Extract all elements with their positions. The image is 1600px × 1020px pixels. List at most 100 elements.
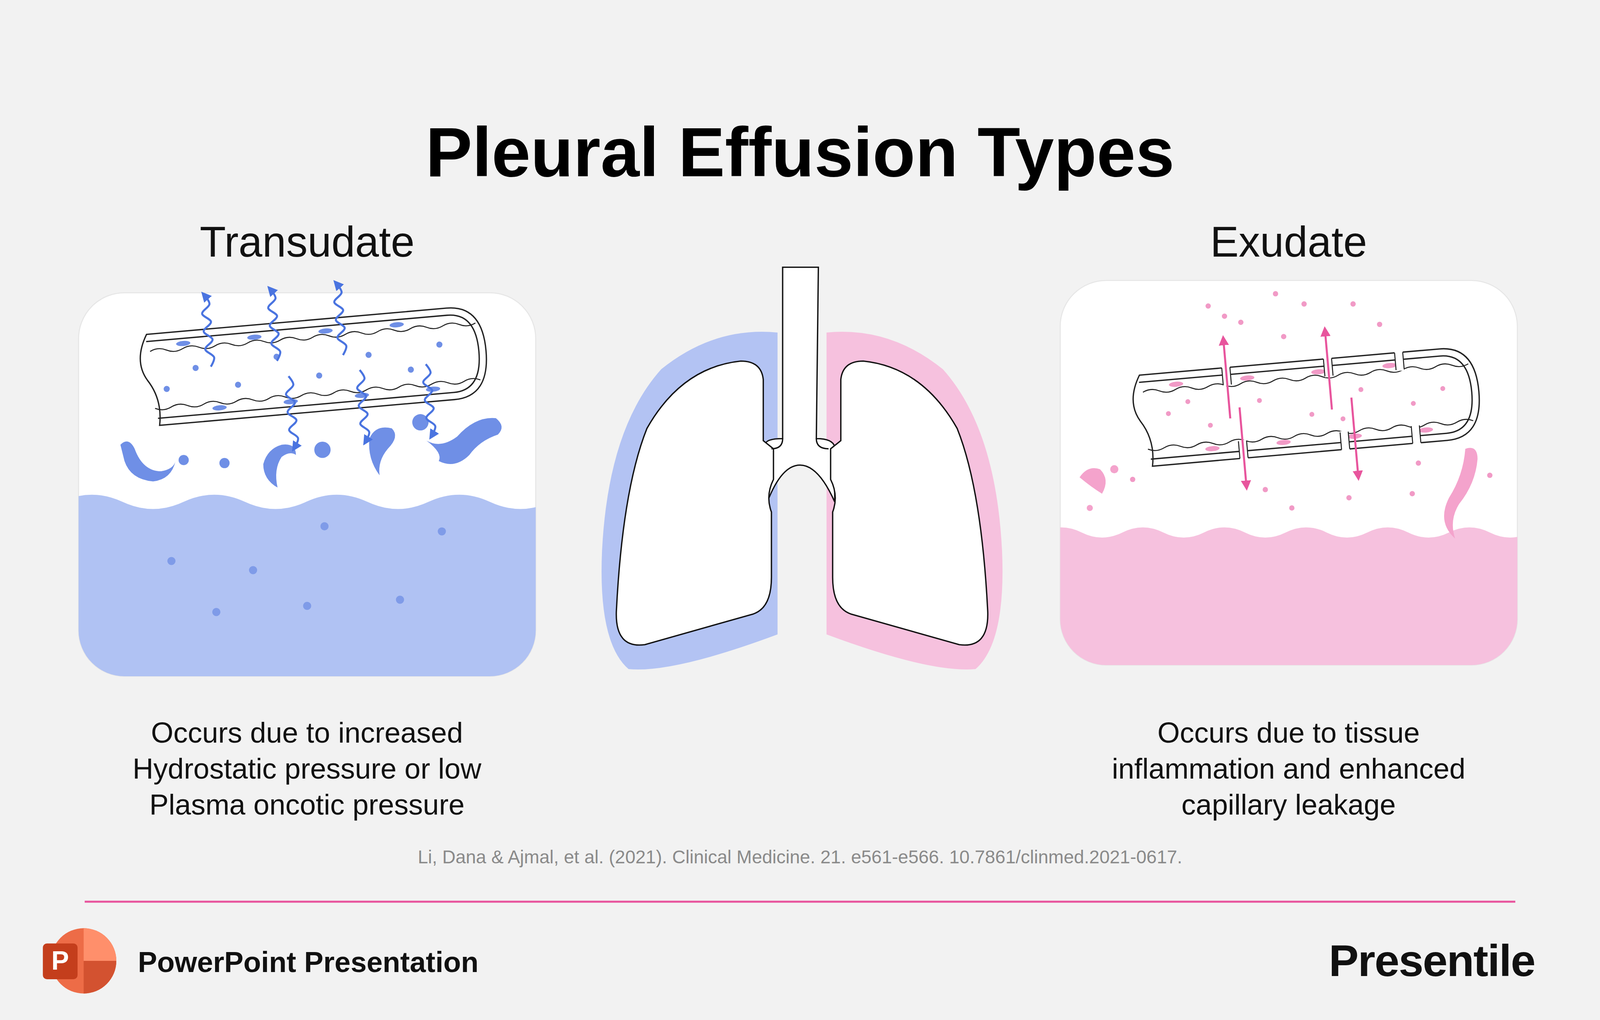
blood-vessel	[135, 271, 493, 461]
lungs	[601, 267, 1003, 670]
fluid-drops-part	[426, 418, 502, 465]
powerpoint-icon-part	[83, 928, 117, 961]
transudate-panel-part-part-part	[320, 522, 329, 531]
exudate-panel-part-part	[1346, 495, 1352, 501]
blood-vessel-part	[200, 294, 216, 367]
blood-vessel-part	[1311, 368, 1326, 375]
citation: Li, Dana & Ajmal, et al. (2021). Clinica…	[0, 846, 1600, 868]
blood-vessel-part	[1239, 374, 1255, 382]
blood-vessel-part	[284, 375, 299, 448]
bronchi	[771, 438, 829, 449]
transudate-panel	[61, 271, 674, 714]
blood-vessel-part	[407, 366, 415, 373]
effusion-type-panel: ExudateOccurs due to tissue inflammation…	[1060, 207, 1518, 832]
trachea	[765, 267, 835, 503]
blood-vessel-part	[1410, 400, 1416, 407]
blood-vessel-part	[332, 283, 347, 356]
fluid-splashes-part	[1079, 468, 1106, 494]
type-heading: Transudate	[78, 207, 536, 276]
blood-vessel-part	[1207, 422, 1214, 428]
exudate-panel-part-part	[1350, 301, 1356, 307]
exudate-panel-part-part	[1205, 303, 1211, 309]
blood-vessel-part	[436, 341, 443, 349]
exudate-panel-part-part	[1415, 460, 1421, 466]
exudate-panel-part-part	[1281, 334, 1287, 340]
blood-vessel-part	[163, 385, 171, 393]
blood-vessel-part	[318, 327, 333, 335]
footer-label: PowerPoint Presentation	[137, 945, 618, 979]
transudate-panel-part-part-part	[437, 527, 446, 536]
blood-vessel-part	[1165, 410, 1172, 417]
blood-vessel-part	[1276, 439, 1292, 446]
transudate-panel-part-part-part	[302, 601, 311, 610]
fluid-splashes-part	[1444, 448, 1478, 539]
fluid-drops-part	[314, 441, 331, 459]
exudate-panel-part-part	[1262, 486, 1268, 493]
blood-vessel-part	[146, 312, 483, 419]
exudate-panel-part-part	[1409, 491, 1415, 497]
transudate-panel-part	[78, 494, 536, 677]
blood-vessel-part	[389, 321, 405, 329]
blood-vessel-part	[1185, 398, 1191, 405]
blood-vessel-part	[1139, 353, 1476, 460]
blood-vessel-part	[1382, 362, 1397, 369]
powerpoint-icon	[42, 928, 117, 994]
exudate-panel-part-part	[1301, 301, 1307, 307]
exudate-panel	[1040, 280, 1600, 715]
fluid-drops-part	[368, 427, 395, 476]
transudate-panel-part-part-part	[212, 607, 221, 616]
blood-vessel-part	[1309, 411, 1315, 417]
exudate-panel-part-part	[1487, 472, 1493, 479]
blood-vessel-part	[266, 289, 281, 362]
brand-logo: Presentile	[1259, 935, 1535, 987]
app-icon-letter: P	[42, 945, 78, 977]
type-heading: Exudate	[1060, 207, 1518, 276]
type-description: Occurs due to increased Hydrostatic pres…	[97, 714, 517, 823]
blood-vessel-part	[1340, 416, 1346, 422]
blood-vessel-part	[1223, 340, 1231, 419]
exudate-panel-part	[1129, 290, 1493, 511]
blood-vessel-part	[234, 381, 242, 389]
blood-vessel-part	[1130, 345, 1483, 468]
powerpoint-icon-part	[83, 960, 117, 994]
blood-vessel-part	[1256, 397, 1262, 403]
effusion-type-panel: TransudateOccurs due to increased Hydros…	[78, 207, 536, 832]
footer-rule	[84, 900, 1516, 903]
transudate-panel-part-part-part	[167, 556, 176, 565]
type-description: Occurs due to tissue inflammation and en…	[1078, 714, 1499, 823]
blood-vessel-part	[212, 404, 228, 411]
blood-vessel-part	[247, 334, 262, 341]
exudate-panel-part-part	[1273, 290, 1279, 297]
exudate-panel-part-part	[1221, 313, 1228, 319]
blood-vessel-part	[315, 372, 323, 379]
blood-vessel-part	[355, 369, 371, 442]
blood-vessel-part	[1323, 357, 1350, 451]
exudate-panel-part-part	[1289, 505, 1295, 511]
fluid-splashes-part	[1086, 504, 1093, 511]
blood-vessel-part	[149, 320, 476, 354]
effusion-right	[826, 331, 1003, 670]
blood-vessel-part	[1205, 445, 1220, 453]
fluid-splashes-part	[1110, 465, 1119, 474]
exudate-panel-part-part	[1060, 527, 1518, 666]
transudate-panel-part-part-part	[249, 565, 258, 574]
transudate-panel-part-part-part	[396, 595, 405, 604]
blood-vessel-part	[421, 363, 437, 436]
title: Pleural Effusion Types	[0, 113, 1600, 192]
blood-vessel-part	[1147, 418, 1474, 452]
powerpoint-icon-part	[42, 943, 78, 980]
fluid-drops-part	[263, 444, 297, 488]
transudate-panel-part-part	[167, 522, 447, 617]
blood-vessel-part	[1221, 366, 1249, 460]
exudate-panel-part-part	[1376, 321, 1383, 327]
blood-vessel-part	[1358, 386, 1364, 393]
right-lung	[830, 360, 988, 645]
blood-vessel-part	[137, 304, 490, 427]
effusion-left	[601, 331, 778, 670]
blood-vessel-part	[1142, 361, 1469, 395]
blood-vessel-part	[1440, 386, 1446, 392]
fluid-drops	[120, 414, 502, 488]
blood-vessel-part	[175, 340, 191, 347]
blood-vessel-part	[1418, 426, 1434, 434]
left-lung	[616, 360, 774, 645]
